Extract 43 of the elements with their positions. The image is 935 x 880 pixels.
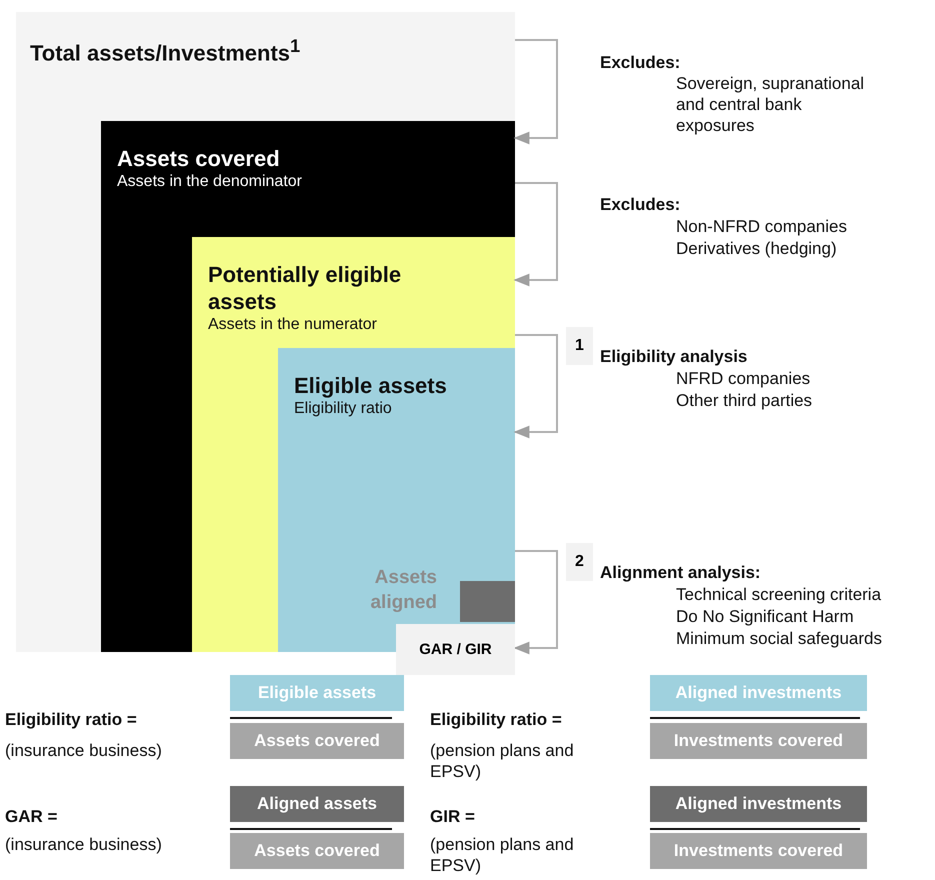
label-heading: Alignment analysis: xyxy=(600,562,761,583)
label-heading: Eligibility ratio = xyxy=(5,709,137,730)
bracket-arrow xyxy=(513,550,558,654)
fraction-term: Aligned investments xyxy=(650,675,867,711)
label-text: Derivatives (hedging) xyxy=(676,238,837,259)
fraction-term: Investments covered xyxy=(650,833,867,869)
label-text: (pension plans and EPSV) xyxy=(430,740,575,782)
label-heading: Eligibility ratio = xyxy=(430,709,562,730)
block-label: Assets aligned xyxy=(355,565,437,621)
label-heading: Eligibility analysis xyxy=(600,346,748,367)
panel-heading: Assets covered xyxy=(117,145,281,172)
panel-heading: Eligible assets xyxy=(294,372,448,399)
label-text: Do No Significant Harm xyxy=(676,606,854,627)
label-heading: Excludes: xyxy=(600,52,680,73)
label-text: (insurance business) xyxy=(5,834,162,855)
fraction-term: Investments covered xyxy=(650,723,867,759)
label-heading: GIR = xyxy=(430,806,475,827)
fraction-term: Assets covered xyxy=(230,833,404,869)
panel-heading: Potentially eligible assets xyxy=(208,261,402,315)
step-number: 2 xyxy=(566,543,593,581)
label-text: (insurance business) xyxy=(5,740,162,761)
label-heading: Excludes: xyxy=(600,194,680,215)
bracket-arrow xyxy=(513,334,558,438)
label-text: Other third parties xyxy=(676,390,812,411)
step-number: 1 xyxy=(566,327,593,365)
panel-heading: Total assets/Investments$^{1}$ xyxy=(30,34,302,66)
panel-subheading: Assets in the denominator xyxy=(117,172,303,192)
label-text: Sovereign, supranational and central bank exposures xyxy=(676,73,866,136)
label-heading: GAR = xyxy=(5,806,58,827)
fraction-term: Assets covered xyxy=(230,723,404,759)
bracket-arrow xyxy=(513,182,558,286)
label-text: (pension plans and EPSV) xyxy=(430,834,575,876)
label-text: NFRD companies xyxy=(676,368,810,389)
label-text: Non-NFRD companies xyxy=(676,216,847,237)
bracket-arrow xyxy=(513,39,558,144)
fraction-term: Aligned assets xyxy=(230,786,404,822)
fraction-term: Aligned investments xyxy=(650,786,867,822)
label-text: Technical screening criteria xyxy=(676,584,882,605)
panel-subheading: Eligibility ratio xyxy=(294,399,393,419)
label-text: Minimum social safeguards xyxy=(676,628,882,649)
panel-subheading: Assets in the numerator xyxy=(208,315,378,335)
fraction-term: Eligible assets xyxy=(230,675,404,711)
result-box: GAR / GIR xyxy=(396,624,515,675)
